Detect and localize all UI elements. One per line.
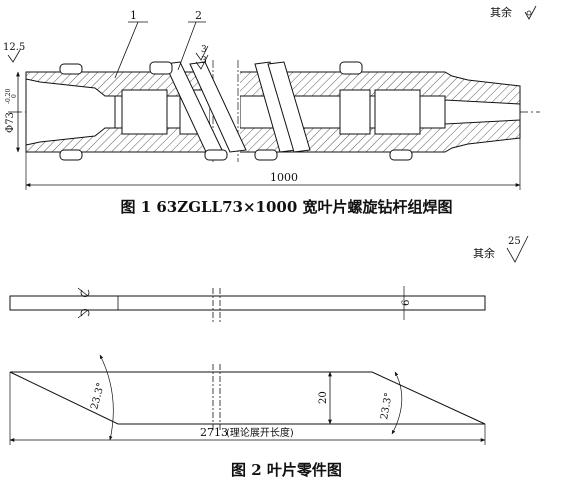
angle-right-value: 23.3° — [379, 392, 395, 421]
bore-recess-4 — [374, 89, 421, 135]
thickness-value: 6 — [401, 300, 412, 306]
pin-bore — [444, 99, 521, 125]
bore-recess-3 — [339, 89, 371, 135]
roughness-symbol-mid — [195, 45, 209, 61]
angle-left-value: 23.3° — [89, 382, 107, 411]
roughness-value-fig2: 25 — [508, 236, 521, 247]
diameter-label: Φ73 — [5, 112, 16, 133]
figure2-drawing — [9, 235, 529, 445]
angle-arc-left — [99, 354, 114, 441]
width-value: 20 — [318, 391, 329, 404]
figure1-caption: 图 1 63ZGLL73×1000 宽叶片螺旋钻杆组焊图 — [120, 198, 453, 216]
length-note: (理论展开长度) — [226, 426, 294, 439]
weld-symbol-top — [77, 287, 90, 298]
roughness-symbol-top-right — [524, 5, 537, 20]
roughness-left-value: 12.5 — [3, 42, 25, 53]
blade-side-view — [9, 295, 486, 311]
blade-lugs — [59, 61, 413, 161]
roughness-mid-value-2: 3 — [201, 56, 207, 66]
blade-sections — [164, 61, 311, 153]
roughness-mid-value: 3 — [201, 45, 207, 55]
callout-2-leader — [177, 21, 197, 71]
angle-arc-right — [391, 371, 403, 435]
bore-recess-1 — [121, 89, 168, 135]
diameter-tolerance-upper: -0.20 — [5, 88, 12, 104]
diameter-tolerance-lower: 0 — [11, 94, 18, 98]
roughness-symbol-fig2 — [506, 235, 529, 263]
length-value-fig2: 2713 — [200, 426, 228, 439]
weld-symbol-bottom — [77, 308, 90, 319]
roughness-symbol-left — [7, 49, 21, 63]
callout-2: 2 — [195, 9, 202, 22]
callout-1-leader — [114, 21, 139, 79]
other-surfaces-note-fig1: 其余 — [490, 5, 512, 19]
figure1-drawing — [7, 5, 540, 190]
length-value: 1000 — [270, 171, 298, 184]
callout-1: 1 — [130, 9, 137, 22]
blade-plan-view — [9, 371, 486, 425]
figure2-caption: 图 2 叶片零件图 — [231, 461, 342, 479]
other-surfaces-note-fig2: 其余 — [473, 246, 495, 260]
